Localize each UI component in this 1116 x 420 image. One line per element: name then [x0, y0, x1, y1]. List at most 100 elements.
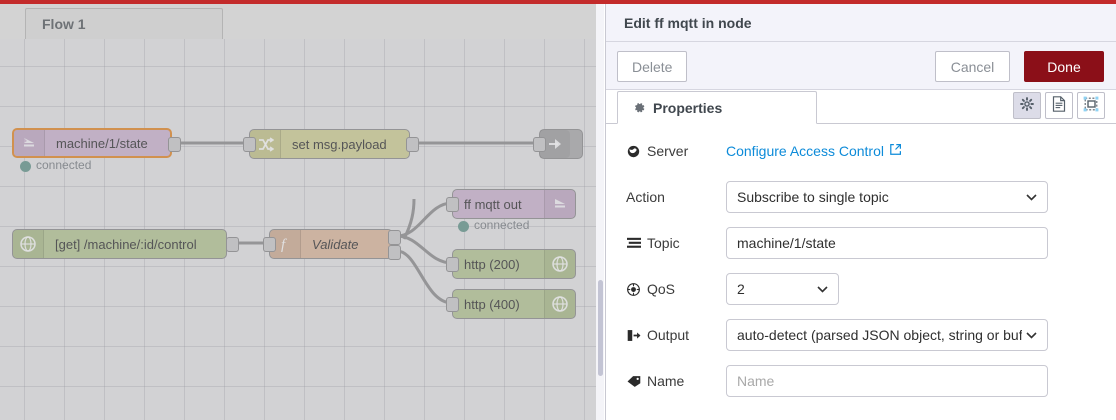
flow-node-mqtt-out-status-dot	[458, 221, 469, 232]
panel-icon-button-group	[1013, 92, 1105, 119]
qos-label-group: QoS	[626, 281, 726, 297]
server-label: Server	[647, 143, 689, 159]
form-row-name: Name Name	[606, 364, 1116, 398]
description-icon	[1052, 96, 1066, 115]
flow-node-http-in[interactable]: [get] /machine/:id/control	[12, 229, 227, 259]
form-row-server: Server Configure Access Control	[606, 134, 1116, 168]
topic-input-value: machine/1/state	[737, 235, 836, 251]
name-label-group: Name	[626, 373, 726, 389]
flow-node-mqtt-in-label: machine/1/state	[56, 135, 148, 151]
flow-node-http-200-label: http (200)	[464, 256, 520, 272]
panel-title: Edit ff mqtt in node	[606, 4, 1116, 42]
flow-node-mqtt-out-input-port[interactable]	[446, 197, 459, 212]
chevron-down-icon	[1026, 192, 1037, 203]
empire-icon	[626, 282, 641, 296]
edit-node-panel: Edit ff mqtt in node Delete Cancel Done …	[605, 4, 1116, 420]
svg-text:f: f	[281, 237, 287, 253]
output-select-value: auto-detect (parsed JSON object, string …	[737, 327, 1022, 343]
panel-tab-strip: Properties	[606, 90, 1116, 124]
flow-node-function-label: Validate	[312, 236, 359, 252]
flow-node-function[interactable]: f Validate	[269, 229, 393, 259]
tab-properties[interactable]: Properties	[617, 91, 817, 124]
flow-node-mqtt-out-status-label: connected	[474, 218, 530, 232]
editor-scrollbar-track[interactable]	[596, 4, 604, 420]
gear-icon	[1020, 97, 1034, 114]
flow-node-http-400-input-port[interactable]	[446, 297, 459, 312]
flow-node-function-output-port-1[interactable]	[388, 230, 401, 245]
flow-node-change[interactable]: set msg.payload	[249, 129, 410, 159]
globe-icon	[544, 290, 575, 318]
mqtt-icon	[544, 190, 575, 218]
topic-label: Topic	[647, 235, 680, 251]
action-select[interactable]: Subscribe to single topic	[726, 181, 1048, 213]
flow-canvas[interactable]: machine/1/state connected set msg.payloa…	[0, 39, 604, 420]
configure-access-control-link[interactable]: Configure Access Control	[726, 143, 902, 159]
gear-icon-button[interactable]	[1013, 92, 1041, 119]
flow-node-http-in-output-port[interactable]	[226, 237, 239, 252]
delete-button[interactable]: Delete	[617, 51, 688, 82]
panel-toolbar: Delete Cancel Done	[606, 42, 1116, 90]
flow-tab-label: Flow 1	[42, 16, 86, 32]
flow-node-function-output-port-2[interactable]	[388, 245, 401, 260]
mqtt-icon	[14, 130, 45, 156]
qos-select[interactable]: 2	[726, 273, 839, 305]
form-row-qos: QoS 2	[606, 272, 1116, 306]
qos-label: QoS	[647, 281, 676, 297]
form-row-topic: Topic machine/1/state	[606, 226, 1116, 260]
flow-node-change-input-port[interactable]	[243, 137, 256, 152]
name-label: Name	[647, 373, 685, 389]
flow-node-function-input-port[interactable]	[263, 237, 276, 252]
name-input-placeholder: Name	[737, 373, 775, 389]
flow-node-mqtt-in-status-dot	[20, 161, 31, 172]
globe-icon	[544, 250, 575, 278]
sign-out-icon	[626, 329, 641, 342]
output-select[interactable]: auto-detect (parsed JSON object, string …	[726, 319, 1048, 351]
flow-tab-flow-1[interactable]: Flow 1	[25, 8, 223, 39]
globe-icon	[13, 230, 44, 258]
qos-select-value: 2	[737, 281, 745, 297]
tag-icon	[626, 375, 641, 388]
flow-node-http-in-label: [get] /machine/:id/control	[55, 236, 197, 252]
flow-node-http-400-label: http (400)	[464, 296, 520, 312]
external-link-icon	[889, 143, 902, 159]
appearance-icon	[1083, 96, 1099, 115]
flow-node-http-200[interactable]: http (200)	[452, 249, 576, 279]
flow-node-mqtt-in-status-label: connected	[36, 158, 92, 172]
node-properties-form: Server Configure Access Control	[606, 124, 1116, 420]
output-label-group: Output	[626, 327, 726, 343]
flow-editor-pane: Flow 1	[0, 4, 604, 420]
flow-node-mqtt-out-label: ff mqtt out	[464, 196, 522, 212]
tasks-icon	[626, 237, 641, 250]
flow-node-change-label: set msg.payload	[292, 136, 387, 152]
chevron-down-icon	[817, 284, 828, 295]
cancel-button[interactable]: Cancel	[935, 51, 1010, 82]
action-select-value: Subscribe to single topic	[737, 189, 889, 205]
flow-node-mqtt-out[interactable]: ff mqtt out	[452, 189, 576, 219]
tab-properties-label: Properties	[653, 99, 723, 116]
flow-node-mqtt-in-output-port[interactable]	[168, 137, 181, 152]
chevron-down-icon	[1026, 330, 1037, 341]
description-icon-button[interactable]	[1045, 92, 1073, 119]
form-row-output: Output auto-detect (parsed JSON object, …	[606, 318, 1116, 352]
action-label: Action	[626, 189, 665, 205]
flow-node-debug-input-port[interactable]	[533, 137, 546, 152]
gear-icon	[632, 100, 645, 116]
appearance-icon-button[interactable]	[1077, 92, 1105, 119]
topic-label-group: Topic	[626, 235, 726, 251]
editor-scrollbar-thumb[interactable]	[598, 280, 603, 376]
globe-icon	[626, 145, 641, 158]
done-button[interactable]: Done	[1024, 51, 1104, 82]
form-row-action: Action Subscribe to single topic	[606, 180, 1116, 214]
configure-access-control-link-text: Configure Access Control	[726, 143, 884, 159]
topic-input[interactable]: machine/1/state	[726, 227, 1048, 259]
name-input[interactable]: Name	[726, 365, 1048, 397]
flow-node-change-output-port[interactable]	[406, 137, 419, 152]
app-top-accent-bar	[0, 0, 1116, 4]
flow-node-http-400[interactable]: http (400)	[452, 289, 576, 319]
flow-node-http-200-input-port[interactable]	[446, 257, 459, 272]
flow-tab-bar: Flow 1	[0, 4, 604, 40]
flow-node-mqtt-in[interactable]: machine/1/state	[12, 128, 172, 158]
output-label: Output	[647, 327, 690, 343]
action-label-group: Action	[626, 189, 726, 205]
